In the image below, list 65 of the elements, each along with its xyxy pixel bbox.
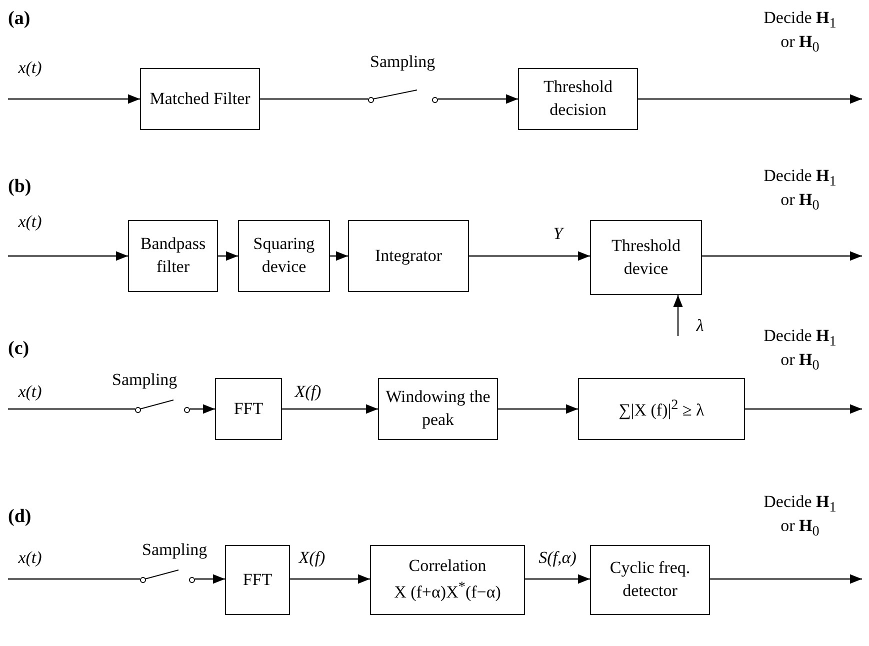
beside-text: Sampling: [370, 52, 436, 72]
node-text: ∑|X (f)|$^{2}$ ≥ λ: [618, 396, 704, 422]
process-box: [348, 220, 469, 292]
arrow: [190, 404, 215, 414]
node-text: X (f+α)X$^{*}$(f−α): [394, 578, 501, 604]
node-text: Integrator: [374, 244, 442, 267]
process-box: [238, 220, 330, 292]
arrow: [638, 94, 862, 104]
process-box: [590, 545, 710, 615]
node-text: Correlation: [408, 555, 486, 578]
process-box: [225, 545, 290, 615]
edge-label: Decide H$_{1}$ or H$_{0}$: [762, 8, 838, 57]
arrow: [8, 94, 140, 104]
switch-symbol: [140, 569, 195, 583]
panel-label: (d): [8, 506, 32, 528]
arrow: [745, 404, 862, 414]
switch-symbol: [368, 89, 438, 103]
edge-label: x(t): [17, 548, 43, 568]
node-text: Bandpass filter: [139, 233, 207, 278]
edge-label: x(t): [17, 382, 43, 402]
node-text: Matched Filter: [150, 88, 250, 110]
arrow: [525, 574, 590, 584]
arrow: [702, 251, 862, 261]
process-box: [578, 378, 745, 440]
node-text: Threshold decision: [542, 76, 614, 121]
edge-label: x(t): [17, 212, 43, 232]
arrow: [438, 94, 518, 104]
arrow: [498, 404, 578, 414]
arrow: [282, 404, 378, 414]
arrow: [290, 574, 370, 584]
node-text: Threshold device: [610, 234, 682, 280]
beside-text: Sampling: [112, 370, 178, 390]
arrow: [330, 251, 348, 261]
node-text: Squaring device: [252, 233, 316, 278]
process-box: [128, 220, 218, 292]
panel-label: (a): [8, 8, 30, 30]
edge-label: Y: [552, 224, 566, 244]
process-box: [590, 220, 702, 295]
panel-label: (c): [8, 338, 30, 360]
panel-label: (b): [8, 176, 32, 198]
process-box: [370, 545, 525, 615]
node-text: FFT: [242, 568, 272, 591]
edge-label: x(t): [17, 58, 43, 78]
process-box: [518, 68, 638, 130]
edge-label: X(f): [293, 382, 322, 402]
process-box: [140, 68, 260, 130]
beside-text: Sampling: [142, 540, 208, 560]
edge-label: X(f): [297, 548, 326, 568]
node-text: FFT: [234, 398, 264, 420]
arrow: [195, 574, 225, 584]
process-box: [378, 378, 498, 440]
edge-label: λ: [695, 316, 705, 336]
edge-label: Decide H$_{1}$ or H$_{0}$: [762, 492, 838, 541]
edge-label: Decide H$_{1}$ or H$_{0}$: [762, 166, 838, 215]
process-box: [215, 378, 282, 440]
edge-label: S(f,α): [538, 548, 578, 568]
arrow: [469, 251, 590, 261]
node-text: Cyclic freq. detector: [608, 557, 692, 602]
switch-symbol: [135, 399, 190, 413]
arrow: [8, 251, 128, 261]
arrow: [673, 295, 683, 336]
node-text: Windowing the peak: [384, 386, 492, 431]
arrow: [218, 251, 238, 261]
arrow: [710, 574, 862, 584]
edge-label: Decide H$_{1}$ or H$_{0}$: [762, 326, 838, 375]
